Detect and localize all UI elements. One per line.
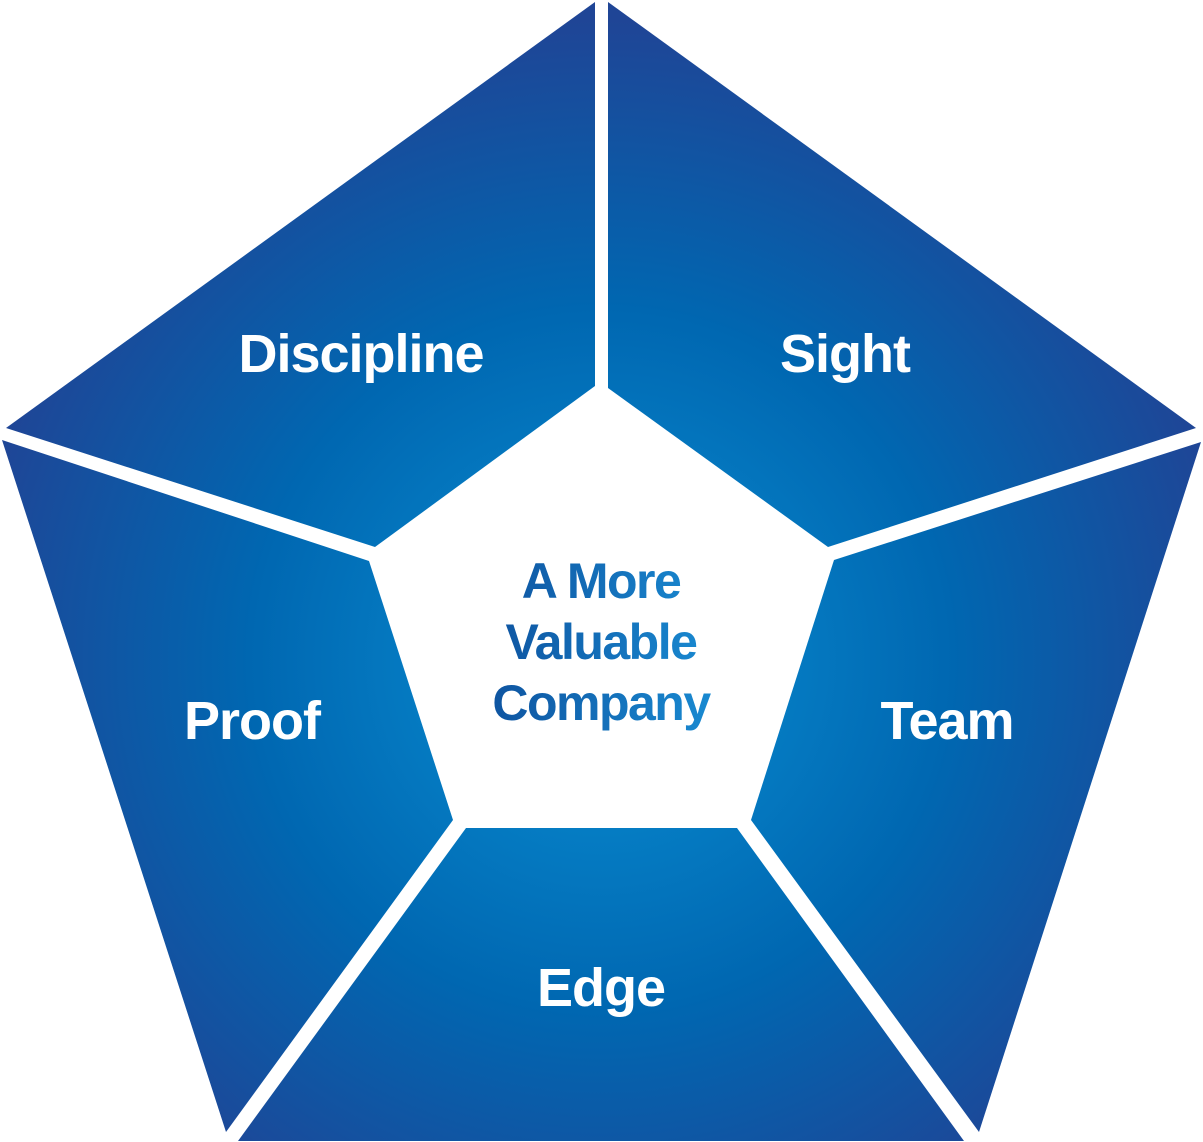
segment-label-sight: Sight — [780, 324, 911, 384]
center-label-line-3: Company — [492, 675, 711, 731]
segment-edge — [238, 828, 964, 1141]
center-pentagon — [380, 395, 822, 816]
segment-label-proof: Proof — [184, 691, 322, 751]
center-label-line-1: A More — [522, 553, 681, 609]
segment-team — [751, 442, 1201, 1132]
segment-label-team: Team — [880, 691, 1013, 751]
segment-sight — [608, 2, 1196, 547]
segment-proof — [2, 440, 453, 1132]
segment-label-edge: Edge — [537, 958, 665, 1018]
segment-label-discipline: Discipline — [238, 324, 483, 384]
center-label-line-2: Valuable — [506, 614, 698, 670]
segment-discipline — [6, 2, 595, 547]
